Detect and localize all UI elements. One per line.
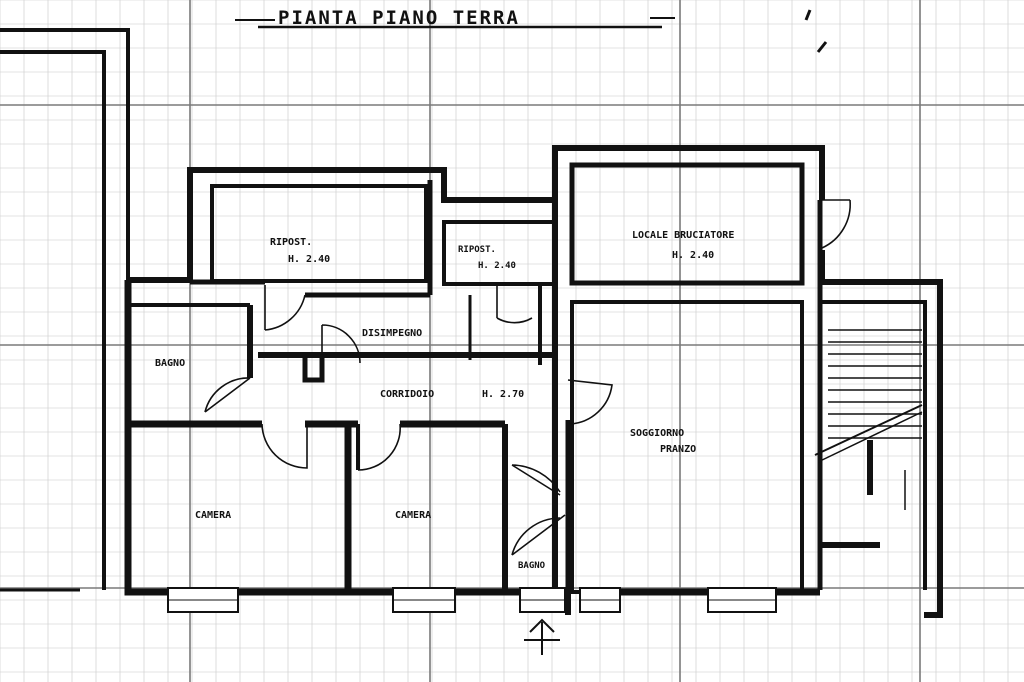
- label-camera-2: CAMERA: [395, 510, 431, 521]
- staircase-detail: [814, 404, 923, 548]
- door-bagno: [204, 377, 251, 413]
- label-ripostiglio-2: RIPOST.: [458, 245, 496, 255]
- label-corridoio: CORRIDOIO: [380, 389, 434, 400]
- door-soggiorno: [567, 379, 613, 425]
- door-ripostiglio-1: [264, 285, 306, 331]
- label-ripostiglio-2-height: H. 2.40: [478, 261, 516, 271]
- room-labels: RIPOST. H. 2.40 RIPOST. H. 2.40 LOCALE B…: [155, 230, 734, 571]
- label-ripostiglio-1-height: H. 2.40: [288, 254, 330, 265]
- walls: [0, 28, 943, 618]
- entrance-mark: [524, 618, 560, 655]
- label-pranzo: PRANZO: [660, 444, 696, 455]
- label-soggiorno: SOGGIORNO: [630, 428, 684, 439]
- label-corridoio-height: H. 2.70: [482, 389, 524, 400]
- door-camera-2: [357, 423, 401, 471]
- door-locale-bruciatore: [821, 199, 851, 249]
- doors: [204, 199, 851, 556]
- plan-title-text: PIANTA PIANO TERRA: [278, 7, 520, 29]
- label-locale-bruciatore: LOCALE BRUCIATORE: [632, 230, 734, 241]
- door-camera-1: [261, 423, 308, 469]
- label-locale-bruciatore-height: H. 2.40: [672, 250, 714, 261]
- door-disimpegno: [321, 324, 361, 364]
- label-bagno-2: BAGNO: [518, 561, 546, 571]
- door-bagno-2-lower: [511, 514, 566, 556]
- label-camera-1: CAMERA: [195, 510, 231, 521]
- staircase: [828, 329, 922, 439]
- label-bagno: BAGNO: [155, 358, 185, 369]
- north-arrow-mark: [804, 9, 828, 53]
- label-ripostiglio-1: RIPOST.: [270, 237, 312, 248]
- door-ripostiglio-2: [496, 284, 533, 324]
- label-disimpegno: DISIMPEGNO: [362, 328, 422, 339]
- plan-title: PIANTA PIANO TERRA: [235, 7, 675, 29]
- door-bagno-2-upper: [511, 464, 561, 496]
